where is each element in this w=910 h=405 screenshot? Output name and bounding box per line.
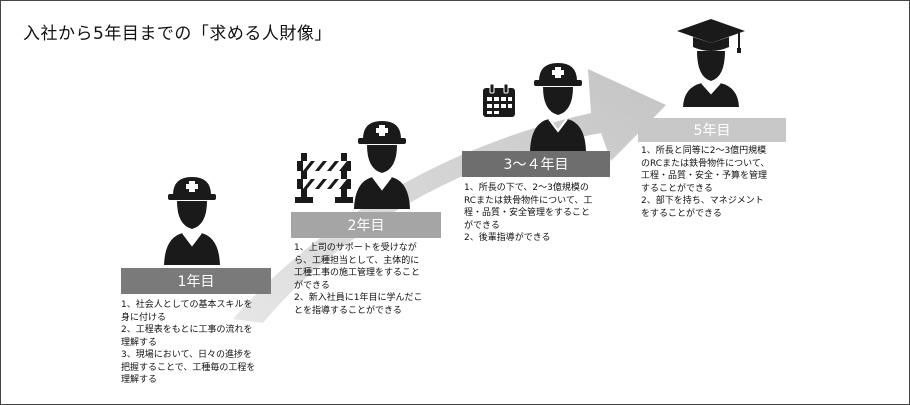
description-line: することができる [641,183,713,194]
description-line: 理解する [121,375,158,385]
description-line: をすることができる [641,208,722,219]
stage-3-label: 3～４年目 [462,151,610,177]
description-line: 把握することで、工種毎の工程を [121,362,256,373]
description-line: 1、上司のサポートを受けなが [294,243,417,253]
description-line: 2、工程表をもとに工事の流れを [121,325,253,335]
description-line: 工程・品質・安全・予算を管理 [641,171,768,181]
description-line: 工種工事の施工管理をすること [294,268,421,278]
description-line: ら、工種担当として、主体的に [294,255,420,266]
stage-4-label: 5年目 [638,118,786,142]
hardhat-worker-icon [530,63,586,151]
description-line: 2、新入社員に1年目に学んだこ [294,293,423,303]
road-barrier-icon [295,153,353,203]
description-line: 2、部下を持ち、マネジメント [641,196,764,206]
stage-4-description: 1、所長と同等に2～3億円規模 のRCまたは鉄骨物件について、 工程・品質・安全… [641,145,769,220]
page-title: 入社から5年目までの「求める人財像」 [23,24,332,44]
description-line: 2、後輩指導ができる [464,233,551,243]
stage-1-label: 1年目 [121,268,271,294]
calendar-icon [483,83,515,117]
stage-2-description: 1、上司のサポートを受けなが ら、工種担当として、主体的に 工種工事の施工管理を… [294,242,422,317]
description-line: 1、所長の下で、2～3億規模の [464,183,589,193]
description-line: ができる [464,220,500,231]
hardhat-worker-icon [354,121,410,209]
graduate-worker-icon [677,19,745,107]
description-line: 身に付ける [121,312,167,323]
stage-2-label: 2年目 [291,212,441,238]
description-line: 1、社会人としての基本スキルを [121,300,253,310]
hardhat-worker-icon [164,177,220,265]
description-line: 1、所長と同等に2～3億円規模 [641,146,767,156]
description-line: とを指導することができる [294,305,402,316]
description-line: 3、現場において、日々の進捗を [121,350,253,360]
stage-1-description: 1、社会人としての基本スキルを 身に付ける 2、工程表をもとに工事の流れを 理解… [121,299,255,387]
stage-3-description: 1、所長の下で、2～3億規模の RCまたは鉄骨物件について、工 程・品質・安全管… [464,182,592,245]
description-line: 程・品質・安全管理をすること [464,208,591,218]
description-line: のRCまたは鉄骨物件について、 [641,158,770,169]
description-line: ができる [294,280,330,291]
description-line: RCまたは鉄骨物件について、工 [464,195,593,206]
description-line: 理解する [121,337,158,348]
